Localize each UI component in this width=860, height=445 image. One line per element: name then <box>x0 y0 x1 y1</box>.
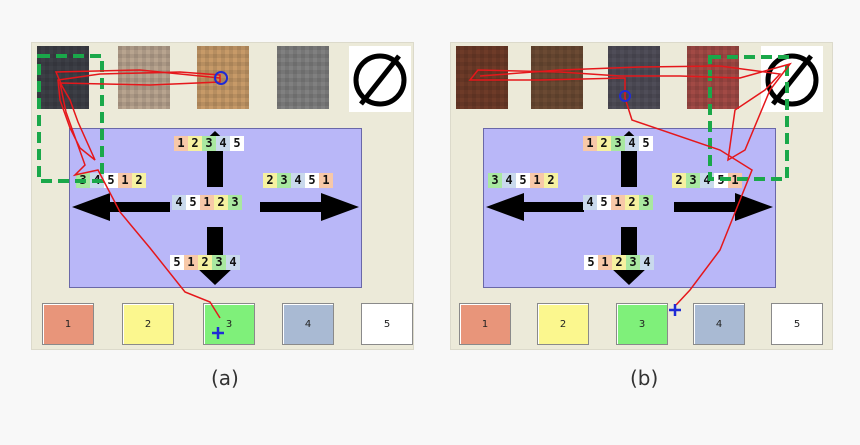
caption-a: (a) <box>211 366 239 390</box>
plus-cursor-icon <box>212 327 224 339</box>
plus-cursor-icon <box>669 304 681 316</box>
gaze-path <box>470 64 790 305</box>
gaze-path <box>56 70 220 318</box>
caption-b: (b) <box>630 366 658 390</box>
